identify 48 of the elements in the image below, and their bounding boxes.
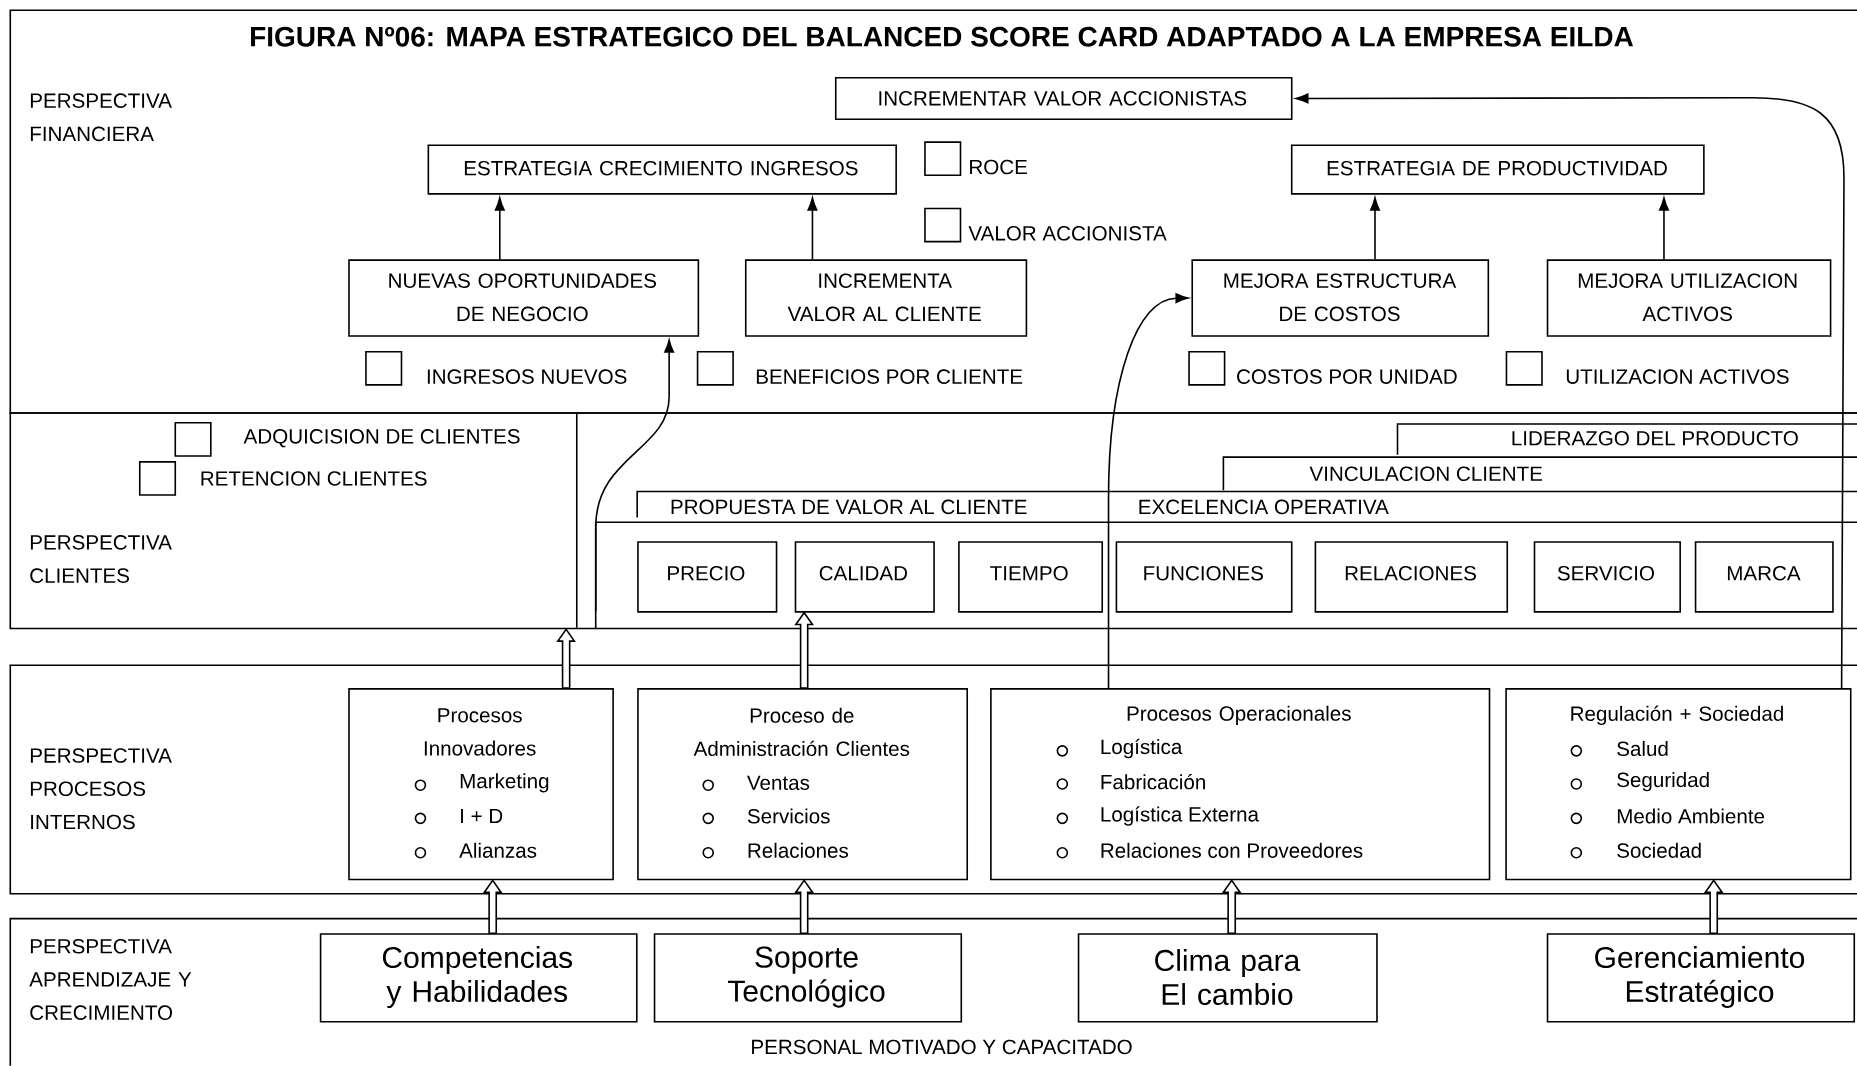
indicator-label: ROCE bbox=[970, 159, 1027, 175]
capability-box: Gerenciamiento Estratégico bbox=[1546, 933, 1856, 1023]
indicator-label: BENEFICIOS POR CLIENTE bbox=[756, 369, 1023, 384]
indicator-label: ADQUICISION DE CLIENTES bbox=[243, 429, 520, 448]
arrow bbox=[556, 627, 576, 689]
indicator-label: COSTOS POR UNIDAD bbox=[1237, 369, 1457, 384]
arrow bbox=[494, 197, 505, 261]
arrow bbox=[1370, 197, 1380, 261]
value-box: TIEMPO bbox=[958, 541, 1104, 613]
arrow bbox=[482, 879, 503, 935]
objective-box: MEJORA ESTRUCTURA DE COSTOS bbox=[1191, 259, 1490, 337]
process-box: Regulación + Sociedad Salud Seguridad Medio Ambiente Sociedad bbox=[1505, 688, 1852, 881]
arrow bbox=[1107, 293, 1189, 689]
indicator-label: VINCULACION CLIENTE bbox=[1309, 466, 1543, 482]
arrow bbox=[794, 611, 814, 689]
capability-box: Competencias y Habilidades bbox=[319, 933, 638, 1023]
arrow bbox=[1659, 197, 1669, 261]
indicator-label: RETENCION CLIENTES bbox=[201, 471, 427, 486]
arrow bbox=[594, 339, 675, 631]
value-box: RELACIONES bbox=[1314, 541, 1509, 613]
indicator-label: VALOR ACCIONISTA bbox=[968, 226, 1167, 241]
indicator-label: PROPUESTA DE VALOR AL CLIENTE bbox=[671, 499, 1027, 515]
arrow bbox=[807, 197, 818, 261]
value-box: MARCA bbox=[1694, 541, 1834, 613]
value-box: FUNCIONES bbox=[1115, 541, 1293, 613]
value-box: SERVICIO bbox=[1533, 541, 1681, 613]
indicator-label: UTILIZACION ACTIVOS bbox=[1566, 369, 1789, 384]
capability-box: Clima para El cambio bbox=[1077, 933, 1378, 1023]
objective-box: MEJORA UTILIZACION ACTIVOS bbox=[1546, 259, 1832, 337]
objective-box: INCREMENTAR VALOR ACCIONISTAS bbox=[834, 77, 1293, 121]
arrow bbox=[1295, 93, 1845, 689]
indicator-label: INGRESOS NUEVOS bbox=[427, 369, 627, 384]
value-box: PRECIO bbox=[637, 541, 778, 613]
arrow bbox=[1703, 879, 1724, 935]
process-box: Procesos Operacionales Logística Fabricación Logística Externa Relaciones con Proveedores bbox=[990, 688, 1491, 881]
objective-box: NUEVAS OPORTUNIDADES DE NEGOCIO bbox=[348, 259, 700, 337]
objective-box: ESTRATEGIA DE PRODUCTIVIDAD bbox=[1290, 144, 1705, 195]
capability-box: Soporte Tecnológico bbox=[653, 933, 963, 1023]
indicator-label: LIDERAZGO DEL PRODUCTO bbox=[1512, 431, 1798, 446]
objective-box: ESTRATEGIA CRECIMIENTO INGRESOS bbox=[427, 144, 897, 195]
value-box: CALIDAD bbox=[794, 541, 935, 613]
title: FIGURA Nº06: MAPA ESTRATEGICO DEL BALANCED SCORE CARD ADAPTADO A LA EMPRESA EILDA bbox=[251, 26, 1634, 47]
objective-box: INCREMENTA VALOR AL CLIENTE bbox=[744, 259, 1028, 337]
indicator-label: EXCELENCIA OPERATIVA bbox=[1139, 499, 1389, 515]
arrow bbox=[794, 879, 814, 935]
arrow bbox=[1221, 879, 1242, 935]
process-box: Procesos Innovadores Marketing I + D Alianzas bbox=[348, 688, 614, 881]
process-box: Proceso de Administración Clientes Ventas Servicios Relaciones bbox=[637, 688, 968, 881]
